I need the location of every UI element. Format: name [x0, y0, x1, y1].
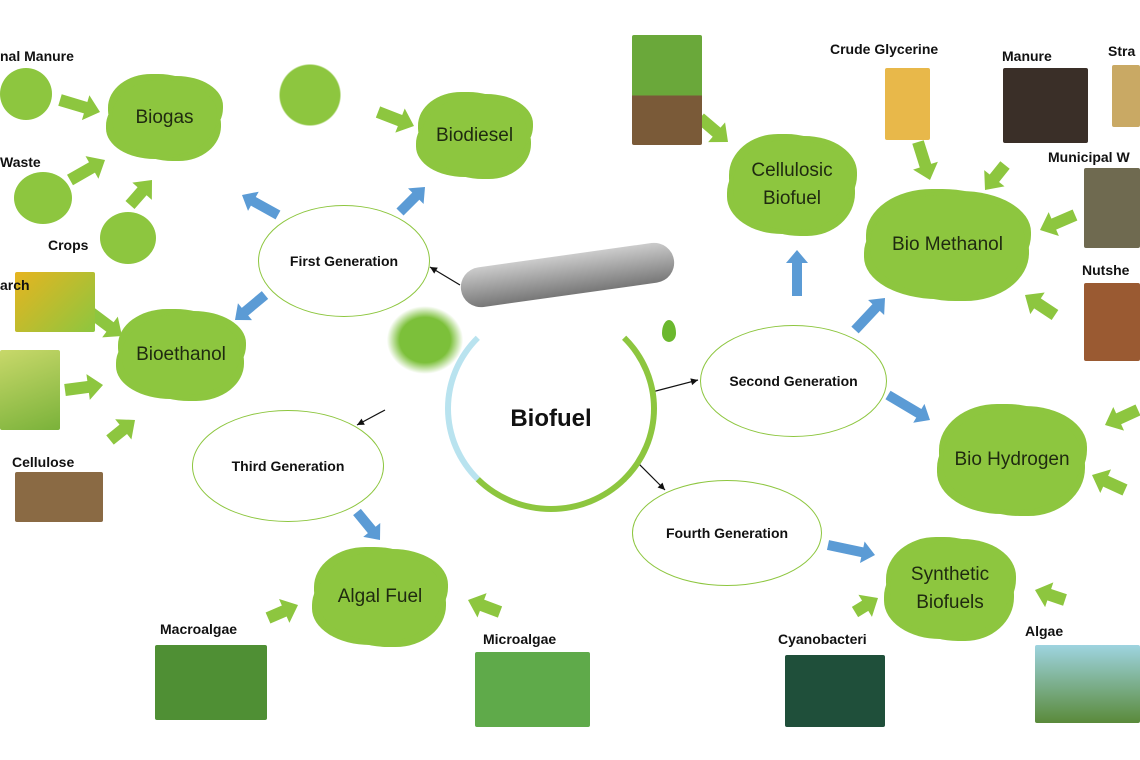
green-arrow — [912, 140, 938, 180]
tree-icon — [632, 35, 702, 145]
ellipse-second-generation: Second Generation — [700, 325, 887, 437]
label-straw: Stra — [1108, 43, 1136, 59]
arrowhead — [690, 378, 698, 386]
algae-image — [1035, 645, 1140, 723]
glycerine-beaker-image — [885, 68, 930, 140]
green-arrow — [106, 419, 135, 445]
cloud-bio-methanol: Bio Methanol — [870, 195, 1025, 295]
label-starch: arch — [0, 277, 30, 293]
label-cellulose: Cellulose — [12, 454, 75, 470]
blue-arrow — [242, 191, 281, 220]
label-nutshells: Nutshe — [1082, 262, 1130, 278]
green-arrow — [1035, 582, 1067, 608]
connector-line — [651, 379, 699, 393]
arrowhead — [357, 418, 365, 425]
fork-knife-icon — [14, 172, 72, 224]
cloud-biodiesel: Biodiesel — [422, 98, 527, 173]
arrowhead — [430, 267, 438, 274]
label-crude-glycerine: Crude Glycerine — [830, 41, 939, 57]
corn-icon — [15, 272, 95, 332]
cloud-cellulosic-biofuel: Cellulosic Biofuel — [733, 140, 851, 230]
cyanobacteria-image — [785, 655, 885, 727]
blue-arrow — [851, 298, 885, 334]
ellipse-fourth-generation: Fourth Generation — [632, 480, 822, 586]
straw-image — [1112, 65, 1140, 127]
green-arrow — [86, 307, 122, 338]
tractor-icon — [255, 45, 365, 145]
blue-arrow — [235, 291, 269, 321]
cloud-synthetic-biofuels: Synthetic Biofuels — [890, 543, 1010, 635]
ellipse-first-generation: First Generation — [258, 205, 430, 317]
label-animal-manure: nal Manure — [0, 48, 74, 64]
label-algae: Algae — [1025, 623, 1064, 639]
leaves-icon — [380, 300, 470, 380]
green-arrow — [1040, 209, 1078, 237]
green-arrow — [468, 593, 503, 618]
label-cyanobacteria: Cyanobacteri — [778, 631, 867, 647]
fuel-drop-icon — [662, 320, 676, 342]
cloud-bio-hydrogen: Bio Hydrogen — [943, 410, 1081, 510]
green-arrow — [984, 161, 1010, 190]
ellipse-third-generation: Third Generation — [192, 410, 384, 522]
cloud-algal-fuel: Algal Fuel — [318, 553, 442, 641]
label-manure: Manure — [1002, 48, 1052, 64]
manure-image — [1003, 68, 1088, 143]
blue-arrow — [396, 187, 425, 216]
sugarcane-icon — [0, 350, 60, 430]
label-waste: Waste — [0, 154, 41, 170]
green-arrow — [1105, 404, 1140, 431]
arrowhead — [657, 482, 665, 490]
green-arrow — [64, 374, 103, 400]
blue-arrow — [826, 540, 875, 564]
logs-icon — [15, 472, 103, 522]
green-arrow — [1092, 469, 1128, 496]
label-municipal-waste: Municipal W — [1048, 149, 1130, 165]
microalgae-image — [475, 652, 590, 727]
blue-arrow — [786, 250, 808, 296]
label-macroalgae: Macroalgae — [160, 621, 238, 637]
biofuel-label: Biofuel — [510, 404, 592, 432]
green-arrow — [58, 94, 100, 121]
label-crops: Crops — [48, 237, 89, 253]
green-arrow — [851, 594, 878, 618]
green-arrow — [375, 106, 414, 133]
label-microalgae: Microalgae — [483, 631, 557, 647]
cloud-biogas: Biogas — [112, 80, 217, 155]
blue-arrow — [353, 508, 381, 540]
biofuel-center: Biofuel — [445, 305, 657, 512]
cow-icon — [0, 68, 52, 120]
green-arrow — [265, 599, 298, 624]
municipal-waste-image — [1084, 168, 1140, 248]
wheat-icon — [100, 212, 156, 264]
green-arrow — [1025, 292, 1059, 320]
green-arrow — [67, 156, 105, 186]
nutshells-image — [1084, 283, 1140, 361]
green-arrow — [125, 180, 152, 209]
green-arrow — [696, 113, 728, 143]
macroalgae-image — [155, 645, 267, 720]
cloud-bioethanol: Bioethanol — [122, 315, 240, 395]
blue-arrow — [885, 390, 930, 423]
